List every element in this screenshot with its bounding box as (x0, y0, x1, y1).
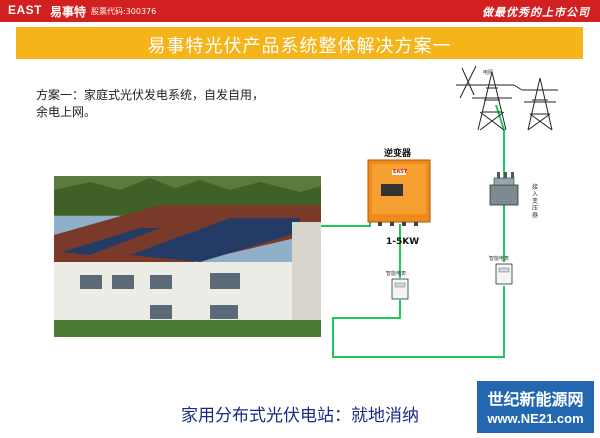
inverter-unit (367, 159, 431, 226)
inverter-brand: EAST (393, 169, 408, 175)
transmission-towers-icon (456, 65, 558, 131)
company-logo-cn: 易事特 (50, 5, 87, 19)
transformer-icon (489, 172, 519, 206)
wire-meter-to-loop (332, 286, 505, 358)
stock-code: 股票代码:300376 (91, 7, 157, 16)
title-band: 易事特光伏产品系统整体解决方案一 (16, 27, 583, 59)
description-line-1: 方案一：家庭式光伏发电系统，自发自用， (36, 88, 265, 102)
scheme-description: 方案一：家庭式光伏发电系统，自发自用， 余电上网。 (36, 87, 264, 121)
meter-right-label: 智能电表 (489, 256, 510, 262)
header-bar: EAST 易事特 股票代码:300376 做最优秀的上市公司 (0, 0, 600, 22)
company-logo: EAST (8, 3, 43, 17)
meter-left-label: 智能电表 (386, 271, 407, 277)
footer-caption: 家用分布式光伏电站：就地消纳 (181, 406, 419, 426)
description-line-2: 余电上网。 (36, 105, 97, 119)
site-watermark: 世纪新能源网 www.NE21.com (477, 381, 594, 433)
smart-meter-right-icon (495, 263, 513, 285)
house-photo (54, 176, 321, 337)
transformer-label: 接入变压器 (532, 184, 539, 219)
inverter-brand-plate (392, 170, 406, 175)
page-title: 易事特光伏产品系统整体解决方案一 (147, 36, 452, 57)
watermark-url: www.NE21.com (487, 411, 584, 426)
slogan: 做最优秀的上市公司 (482, 6, 590, 19)
smart-meter-left-icon (391, 278, 409, 300)
inverter-power: 1-5KW (386, 237, 420, 247)
grid-label: 电网 (483, 70, 494, 76)
watermark-name: 世纪新能源网 (487, 390, 584, 409)
inverter-label: 逆变器 (384, 149, 412, 159)
